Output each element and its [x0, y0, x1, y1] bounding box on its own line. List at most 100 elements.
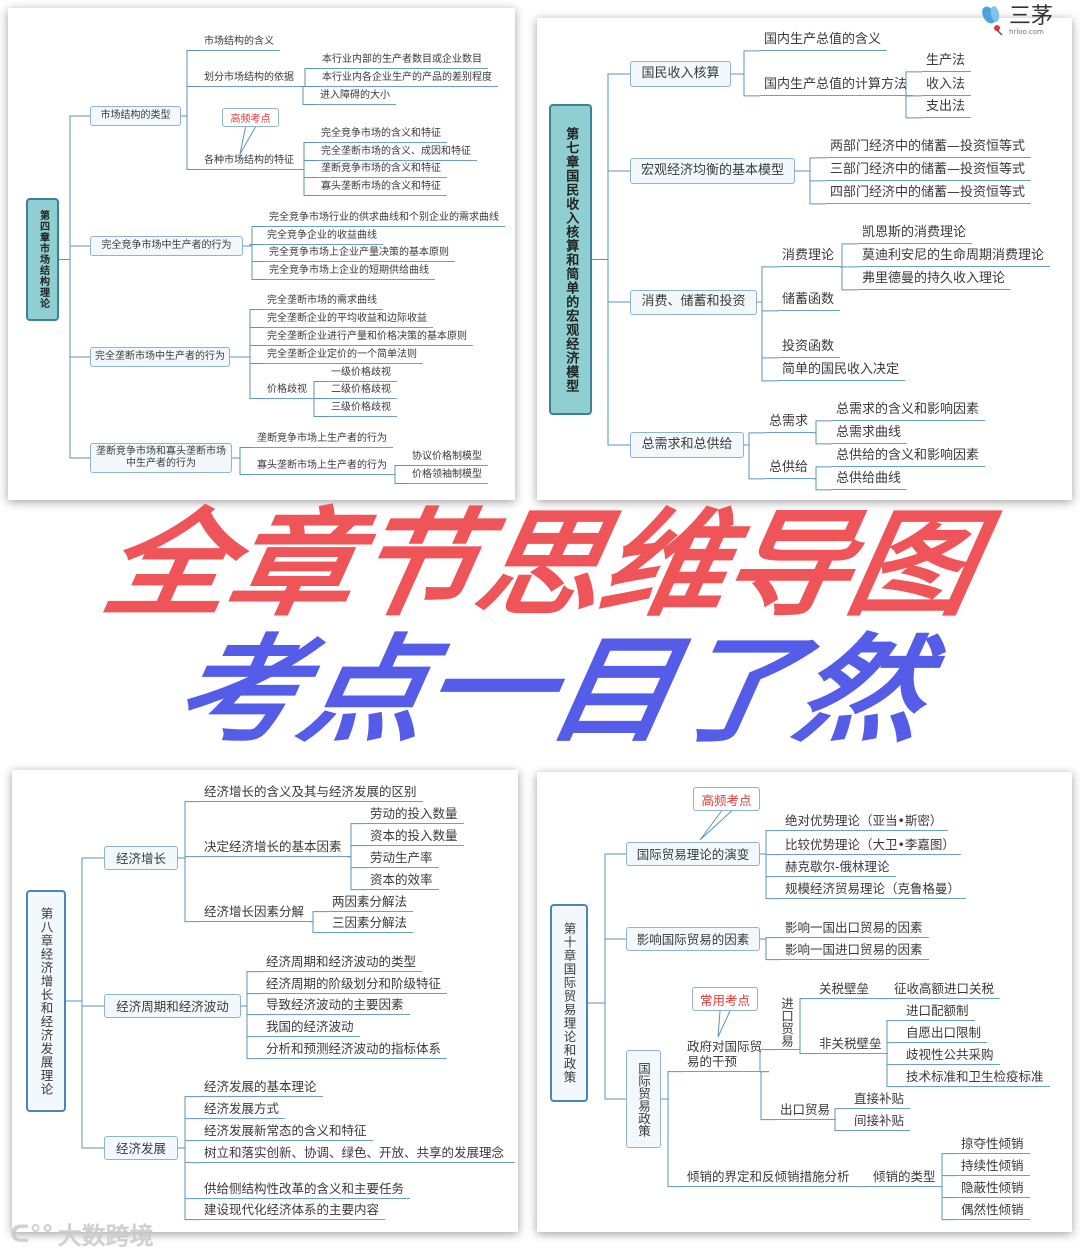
subtopic[interactable]: 关税壁垒	[815, 981, 876, 999]
subtopic[interactable]: 决定经济增长的基本因素	[200, 839, 348, 857]
leaf-topic[interactable]: 影响一国出口贸易的因素	[781, 920, 929, 938]
leaf-topic[interactable]: 总供给的含义和影响因素	[832, 448, 986, 467]
branch-topic[interactable]: 经济增长	[104, 846, 178, 870]
leaf-topic[interactable]: 经济周期的阶级划分和阶级特征	[262, 976, 448, 994]
leaf-topic[interactable]: 持续性倾销	[957, 1158, 1030, 1176]
root-topic-chapter4[interactable]: 第四章市场结构理论	[26, 198, 59, 321]
leaf-topic[interactable]: 树立和落实创新、协调、绿色、开放、共享的发展理念	[200, 1145, 515, 1163]
branch-topic[interactable]: 宏观经济均衡的基本模型	[630, 158, 795, 184]
leaf-topic[interactable]: 征收高额进口关税	[890, 981, 1001, 999]
branch-topic[interactable]: 完全竞争市场中生产者的行为	[90, 236, 243, 256]
leaf-topic[interactable]: 协议价格制模型	[408, 451, 488, 466]
leaf-topic[interactable]: 绝对优势理论（亚当•斯密）	[781, 813, 949, 831]
leaf-topic[interactable]: 一级价格歧视	[327, 367, 397, 382]
leaf-topic[interactable]: 储蓄函数	[778, 292, 841, 311]
leaf-topic[interactable]: 经济周期和经济波动的类型	[262, 954, 423, 972]
leaf-topic[interactable]: 资本的投入数量	[366, 828, 464, 846]
leaf-topic[interactable]: 两因素分解法	[328, 894, 414, 912]
root-topic-chapter7[interactable]: 第七章国民收入核算和简单的宏观经济模型	[549, 104, 592, 415]
subtopic[interactable]: 划分市场结构的依据	[200, 72, 300, 87]
leaf-topic[interactable]: 垄断竞争市场的含义和特征	[317, 163, 447, 178]
leaf-topic[interactable]: 比较优势理论（大卫•李嘉图）	[781, 837, 961, 855]
subtopic[interactable]: 国内生产总值的计算方法	[760, 77, 914, 96]
leaf-topic[interactable]: 完全竞争市场行业的供求曲线和个别企业的需求曲线	[265, 212, 505, 227]
leaf-topic[interactable]: 我国的经济波动	[262, 1019, 360, 1037]
leaf-topic[interactable]: 直接补贴	[850, 1091, 911, 1109]
leaf-topic[interactable]: 垄断竞争市场上生产者的行为	[253, 433, 393, 448]
leaf-topic[interactable]: 歧视性公共采购	[902, 1047, 1000, 1065]
leaf-topic[interactable]: 莫迪利安尼的生命周期消费理论	[858, 248, 1051, 267]
leaf-topic[interactable]: 完全竞争市场的含义和特征	[317, 128, 447, 143]
leaf-topic[interactable]: 本行业内各企业生产的产品的差别程度	[318, 72, 498, 87]
branch-topic[interactable]: 经济发展	[104, 1136, 178, 1160]
leaf-topic[interactable]: 赫克歇尔-俄林理论	[781, 859, 896, 877]
leaf-topic[interactable]: 本行业内部的生产者数目或企业数目	[318, 54, 488, 69]
leaf-topic[interactable]: 凯恩斯的消费理论	[858, 225, 973, 244]
leaf-topic[interactable]: 总需求曲线	[832, 425, 908, 444]
branch-topic[interactable]: 完全垄断市场中生产者的行为	[90, 347, 230, 367]
subtopic[interactable]: 进口贸易	[775, 997, 800, 1050]
leaf-topic[interactable]: 总供给曲线	[832, 471, 908, 490]
leaf-topic[interactable]: 完全竞争企业的收益曲线	[263, 230, 383, 245]
leaf-topic[interactable]: 总需求的含义和影响因素	[832, 402, 986, 421]
subtopic[interactable]: 政府对国际贸易的干预	[683, 1039, 769, 1072]
leaf-topic[interactable]: 完全垄断市场的含义、成因和特征	[317, 146, 477, 161]
leaf-topic[interactable]: 自愿出口限制	[902, 1025, 988, 1043]
leaf-topic[interactable]: 完全竞争市场上企业产量决策的基本原则	[265, 247, 455, 262]
leaf-topic[interactable]: 弗里德曼的持久收入理论	[858, 271, 1012, 290]
leaf-topic[interactable]: 间接补贴	[850, 1113, 911, 1131]
root-topic-chapter10[interactable]: 第十章国际贸易理论和政策	[550, 904, 588, 1102]
leaf-topic[interactable]: 两部门经济中的储蓄—投资恒等式	[826, 139, 1032, 158]
leaf-topic[interactable]: 收入法	[922, 77, 972, 96]
branch-topic[interactable]: 市场结构的类型	[90, 106, 181, 126]
branch-topic[interactable]: 垄断竞争市场和寡头垄断市场中生产者的行为	[90, 443, 232, 473]
leaf-topic[interactable]: 市场结构的含义	[200, 36, 280, 51]
leaf-topic[interactable]: 三级价格歧视	[327, 402, 397, 417]
leaf-topic[interactable]: 进口配额制	[902, 1003, 975, 1021]
subtopic[interactable]: 总供给	[765, 460, 815, 479]
branch-topic[interactable]: 经济周期和经济波动	[104, 994, 241, 1018]
leaf-topic[interactable]: 进入障碍的大小	[316, 90, 396, 105]
leaf-topic[interactable]: 偶然性倾销	[957, 1202, 1030, 1220]
leaf-topic[interactable]: 影响一国进口贸易的因素	[781, 942, 929, 960]
leaf-topic[interactable]: 简单的国民收入决定	[778, 362, 906, 381]
leaf-topic[interactable]: 规模经济贸易理论（克鲁格曼）	[781, 881, 967, 899]
leaf-topic[interactable]: 完全垄断企业进行产量和价格决策的基本原则	[263, 331, 473, 346]
subtopic[interactable]: 价格歧视	[263, 384, 313, 399]
leaf-topic[interactable]: 二级价格歧视	[327, 384, 397, 399]
leaf-topic[interactable]: 投资函数	[778, 339, 841, 358]
subtopic[interactable]: 总需求	[765, 414, 815, 433]
subtopic[interactable]: 寡头垄断市场上生产者的行为	[253, 460, 393, 475]
root-topic-chapter8[interactable]: 第八章经济增长和经济发展理论	[26, 890, 66, 1112]
branch-topic[interactable]: 国际贸易政策	[626, 1050, 661, 1148]
leaf-topic[interactable]: 资本的效率	[366, 872, 439, 890]
subtopic[interactable]: 各种市场结构的特征	[200, 155, 300, 170]
branch-topic[interactable]: 国民收入核算	[630, 61, 731, 87]
leaf-topic[interactable]: 完全垄断市场的需求曲线	[263, 295, 383, 310]
leaf-topic[interactable]: 完全垄断企业的平均收益和边际收益	[263, 313, 433, 328]
subtopic[interactable]: 非关税壁垒	[815, 1036, 888, 1054]
subtopic[interactable]: 倾销的界定和反倾销措施分析	[683, 1169, 856, 1187]
leaf-topic[interactable]: 分析和预测经济波动的指标体系	[262, 1041, 448, 1059]
subtopic[interactable]: 消费理论	[778, 248, 841, 267]
branch-topic[interactable]: 影响国际贸易的因素	[626, 927, 760, 951]
leaf-topic[interactable]: 三因素分解法	[328, 915, 414, 933]
leaf-topic[interactable]: 生产法	[922, 53, 972, 72]
leaf-topic[interactable]: 隐蔽性倾销	[957, 1180, 1030, 1198]
subtopic[interactable]: 经济增长因素分解	[200, 904, 311, 922]
leaf-topic[interactable]: 支出法	[922, 99, 972, 118]
leaf-topic[interactable]: 经济发展新常态的含义和特征	[200, 1123, 373, 1141]
leaf-topic[interactable]: 完全垄断企业定价的一个简单法则	[263, 349, 423, 364]
branch-topic[interactable]: 消费、储蓄和投资	[630, 289, 757, 315]
leaf-topic[interactable]: 经济增长的含义及其与经济发展的区别	[200, 784, 423, 802]
leaf-topic[interactable]: 经济发展方式	[200, 1101, 286, 1119]
leaf-topic[interactable]: 技术标准和卫生检疫标准	[902, 1069, 1050, 1087]
leaf-topic[interactable]: 掠夺性倾销	[957, 1136, 1030, 1154]
branch-topic[interactable]: 国际贸易理论的演变	[626, 842, 760, 866]
leaf-topic[interactable]: 供给侧结构性改革的含义和主要任务	[200, 1181, 411, 1199]
subtopic[interactable]: 出口贸易	[776, 1102, 837, 1120]
leaf-topic[interactable]: 四部门经济中的储蓄—投资恒等式	[826, 185, 1032, 204]
leaf-topic[interactable]: 劳动生产率	[366, 850, 439, 868]
leaf-topic[interactable]: 经济发展的基本理论	[200, 1079, 323, 1097]
leaf-topic[interactable]: 导致经济波动的主要因素	[262, 997, 410, 1015]
